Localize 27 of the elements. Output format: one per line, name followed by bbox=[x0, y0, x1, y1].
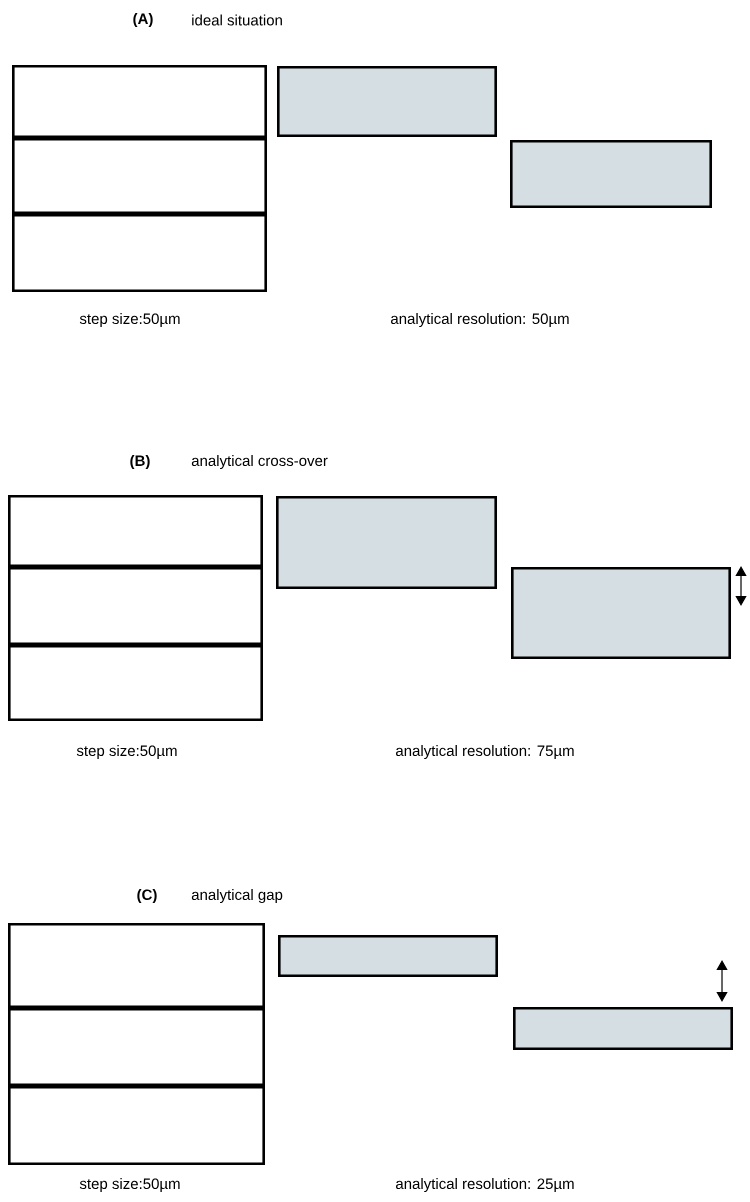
panel-title: analytical gap bbox=[191, 889, 283, 903]
sample-box bbox=[12, 138, 267, 214]
panel-title: analytical cross-over bbox=[191, 455, 328, 469]
sample-box bbox=[8, 645, 263, 721]
caption-text: analytical resolution: 75µm bbox=[396, 745, 574, 759]
caption-text: step size:50µm bbox=[79, 313, 180, 327]
sample-box bbox=[8, 1008, 265, 1086]
caption-text: step size:50µm bbox=[79, 1178, 180, 1192]
sample-box bbox=[12, 65, 267, 138]
sample-box bbox=[8, 923, 265, 1008]
sample-box bbox=[8, 495, 263, 567]
analysis-box bbox=[278, 935, 498, 977]
analysis-box bbox=[277, 66, 497, 137]
sample-box bbox=[8, 1086, 265, 1165]
sample-box bbox=[12, 214, 267, 292]
caption-text: analytical resolution: 25µm bbox=[396, 1178, 574, 1192]
analysis-box bbox=[510, 140, 712, 208]
analysis-box bbox=[511, 567, 731, 659]
sample-box bbox=[8, 567, 263, 645]
analysis-box bbox=[513, 1007, 733, 1050]
panel-letter: (C) bbox=[137, 889, 157, 903]
panel-title: ideal situation bbox=[192, 14, 282, 26]
panel-letter: (A) bbox=[133, 13, 153, 27]
caption-text: step size:50µm bbox=[76, 745, 177, 759]
analysis-box bbox=[276, 496, 497, 589]
caption-text: analytical resolution: 50µm bbox=[391, 313, 569, 327]
panel-letter: (B) bbox=[130, 455, 150, 469]
